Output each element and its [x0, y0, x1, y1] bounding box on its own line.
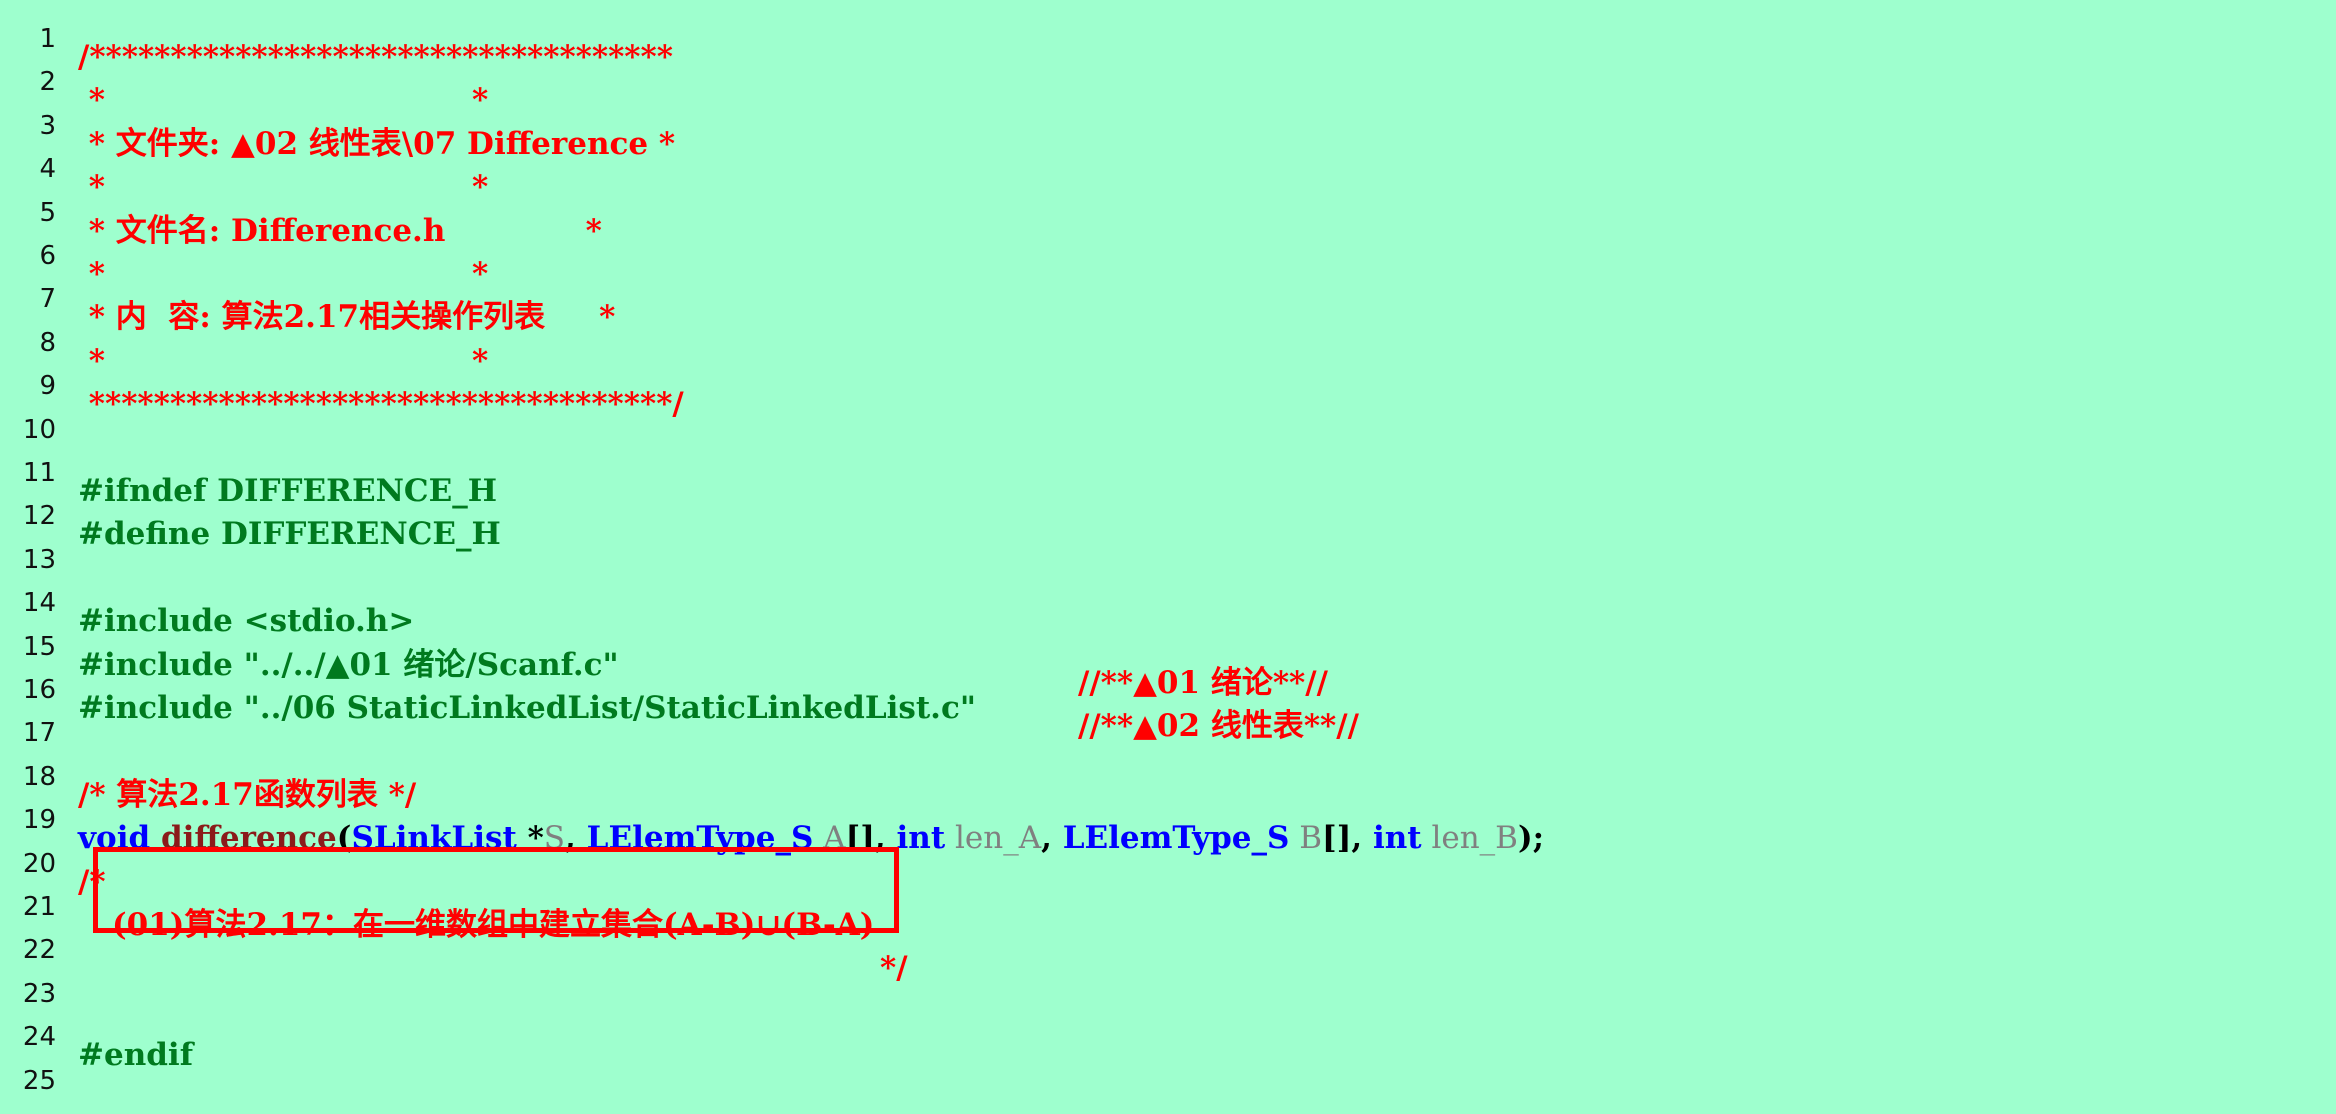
- trailing-comment: //**▲02 线性表**//: [1078, 708, 1359, 744]
- code-line-4: 4 * *: [0, 130, 2336, 205]
- code-line-19: 19 void difference(SLinkList *S, LElemTy…: [0, 781, 2336, 856]
- code-text: * *: [78, 82, 489, 119]
- code-line-2: 2 * *: [0, 43, 2336, 118]
- code-text: #endif: [78, 1037, 194, 1074]
- line-number: 22: [22, 935, 56, 966]
- code-line-1: 1 /************************************: [0, 0, 2336, 75]
- code-line-17: 17: [0, 694, 2336, 748]
- code-text: #ifndef DIFFERENCE_H: [78, 473, 497, 509]
- code-line-16: 16 #include "../06 StaticLinkedList/Stat…: [0, 651, 2336, 744]
- code-text: /*: [78, 863, 106, 900]
- code-line-6: 6 * *: [0, 217, 2336, 292]
- line-number: 20: [22, 848, 56, 879]
- code-text: ************************************/: [78, 386, 684, 423]
- line-number: 17: [22, 718, 56, 749]
- line-number: 2: [39, 67, 56, 98]
- code-text: #include "../06 StaticLinkedList/StaticL…: [78, 690, 977, 726]
- code-text: /* 算法2.17函数列表 */: [78, 776, 417, 813]
- line-number: 13: [22, 544, 56, 575]
- code-text: * 文件名: Difference.h *: [78, 212, 602, 249]
- code-line-21: 21 (01)算法2.17：在一维数组中建立集合(A-B)∪(B-A): [0, 868, 2336, 943]
- comma: ,: [1041, 820, 1063, 857]
- param-b: B: [1289, 820, 1323, 857]
- statement-end: );: [1517, 820, 1545, 857]
- code-line-12: 12 #define DIFFERENCE_H: [0, 477, 2336, 552]
- type-lelemtype: LElemType_S: [1062, 820, 1290, 857]
- code-text: * 内 容: 算法2.17相关操作列表 *: [78, 299, 616, 336]
- code-line-11: 11 #ifndef DIFFERENCE_H: [0, 434, 2336, 509]
- code-text: * *: [78, 169, 489, 206]
- line-number: 24: [22, 1022, 56, 1053]
- trailing-comment: //**▲01 绪论**//: [1078, 664, 1328, 701]
- code-line-9: 9 ************************************/: [0, 347, 2336, 422]
- code-line-15: 15 #include "../../▲01 绪论/Scanf.c" //**▲…: [0, 608, 2336, 701]
- code-text: (01)算法2.17：在一维数组中建立集合(A-B)∪(B-A): [112, 907, 875, 943]
- code-text: #include <stdio.h>: [78, 603, 415, 640]
- code-text: #define DIFFERENCE_H: [78, 516, 501, 553]
- code-text: * *: [78, 342, 489, 379]
- code-text: * 文件夹: ▲02 线性表\07 Difference *: [78, 125, 676, 162]
- line-number: 8: [39, 327, 56, 358]
- param-len-b: len_B: [1421, 820, 1518, 857]
- code-line-13: 13: [0, 521, 2336, 575]
- keyword-int: int: [896, 820, 946, 857]
- line-number: 25: [22, 1065, 56, 1096]
- code-line-23: 23: [0, 955, 2336, 1009]
- code-line-20: 20 /*: [0, 825, 2336, 900]
- code-text: * *: [78, 256, 489, 292]
- code-line-24: 24 #endif: [0, 998, 2336, 1073]
- code-line-22: 22 */: [0, 911, 2336, 986]
- line-number: 19: [22, 805, 56, 836]
- line-number: 6: [39, 241, 56, 271]
- code-line-3: 3 * 文件夹: ▲02 线性表\07 Difference *: [0, 87, 2336, 162]
- code-line-7: 7 * 内 容: 算法2.17相关操作列表 *: [0, 260, 2336, 335]
- line-number: 3: [39, 110, 56, 141]
- line-number: 16: [22, 675, 56, 705]
- line-number: 5: [39, 197, 56, 228]
- code-text: /************************************: [78, 39, 673, 75]
- line-number: 9: [39, 371, 56, 402]
- code-line-25: 25: [0, 1042, 2336, 1096]
- line-number: 23: [22, 978, 56, 1009]
- line-number: 21: [22, 892, 56, 922]
- line-number: 10: [22, 414, 56, 445]
- code-text: */: [880, 950, 908, 987]
- line-number: 15: [22, 631, 56, 662]
- keyword-int: int: [1372, 820, 1422, 857]
- param-len-a: len_A: [945, 820, 1042, 857]
- line-number: 11: [22, 458, 56, 488]
- line-number: 12: [22, 501, 56, 532]
- code-text: #include "../../▲01 绪论/Scanf.c": [78, 646, 619, 683]
- code-line-14: 14 #include <stdio.h>: [0, 564, 2336, 639]
- comma: ,: [565, 820, 587, 857]
- code-line-10: 10: [0, 391, 2336, 445]
- code-line-5: 5 * 文件名: Difference.h *: [0, 174, 2336, 249]
- line-number: 14: [22, 588, 56, 619]
- algorithm-comment-frame: [93, 847, 899, 933]
- line-number: 1: [39, 24, 56, 54]
- line-number: 18: [22, 761, 56, 792]
- line-number: 7: [39, 284, 56, 315]
- code-line-8: 8 * *: [0, 304, 2336, 379]
- code-line-18: 18 /* 算法2.17函数列表 */: [0, 738, 2336, 813]
- line-number: 4: [39, 154, 56, 185]
- brackets: [],: [1322, 820, 1373, 857]
